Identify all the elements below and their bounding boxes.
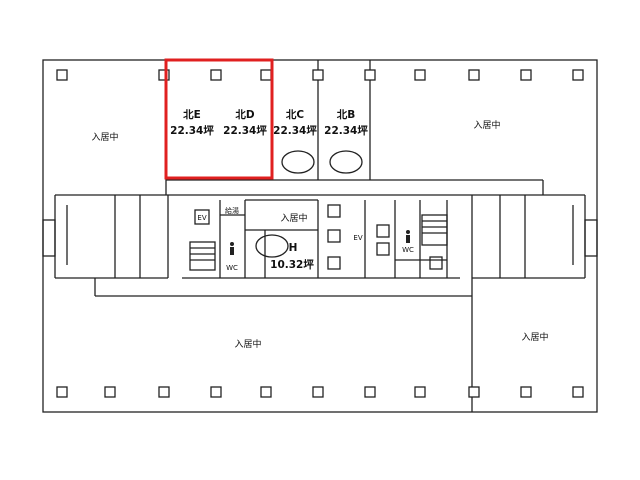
wc-label: WC: [402, 246, 414, 254]
restroom-icon: [406, 230, 410, 243]
kitchenette-label: 給湯: [225, 206, 239, 215]
unit-name: 北B: [337, 108, 356, 121]
occupied-label: 入居中: [234, 338, 261, 350]
handwritten-mark: [255, 234, 289, 258]
unit-area: 22.34坪: [170, 124, 214, 137]
columns: [56, 69, 584, 398]
restroom-icon: [230, 242, 234, 255]
occupied-label: 入居中: [473, 119, 500, 131]
occupied-label: 入居中: [91, 131, 118, 143]
unit-name: 北C: [286, 108, 304, 121]
unit-name: H: [289, 242, 298, 254]
occupied-label: 入居中: [521, 331, 548, 343]
handwritten-mark: [329, 150, 363, 174]
unit-h[interactable]: H 10.32坪: [255, 234, 314, 271]
unit-name: 北E: [183, 108, 201, 121]
wc-label: WC: [226, 264, 238, 272]
unit-area: 22.34坪: [324, 124, 368, 137]
stairs-left: [189, 241, 216, 271]
unit-north-c[interactable]: 北C 22.34坪: [273, 108, 317, 137]
stairs-right: [421, 214, 448, 246]
elevator-label: EV: [353, 234, 362, 242]
unit-north-e[interactable]: 北E 22.34坪: [170, 108, 214, 137]
unit-area: 22.34坪: [223, 124, 267, 137]
unit-north-b[interactable]: 北B 22.34坪: [324, 108, 368, 137]
elevator-label: EV: [197, 214, 206, 222]
occupied-label: 入居中: [280, 212, 307, 224]
highlight-box: [164, 58, 274, 180]
handwritten-mark: [281, 150, 315, 174]
unit-area: 22.34坪: [273, 124, 317, 137]
unit-name: 北D: [235, 108, 254, 121]
unit-area: 10.32坪: [270, 258, 314, 271]
unit-north-d[interactable]: 北D 22.34坪: [223, 108, 267, 137]
walls: [42, 59, 598, 413]
